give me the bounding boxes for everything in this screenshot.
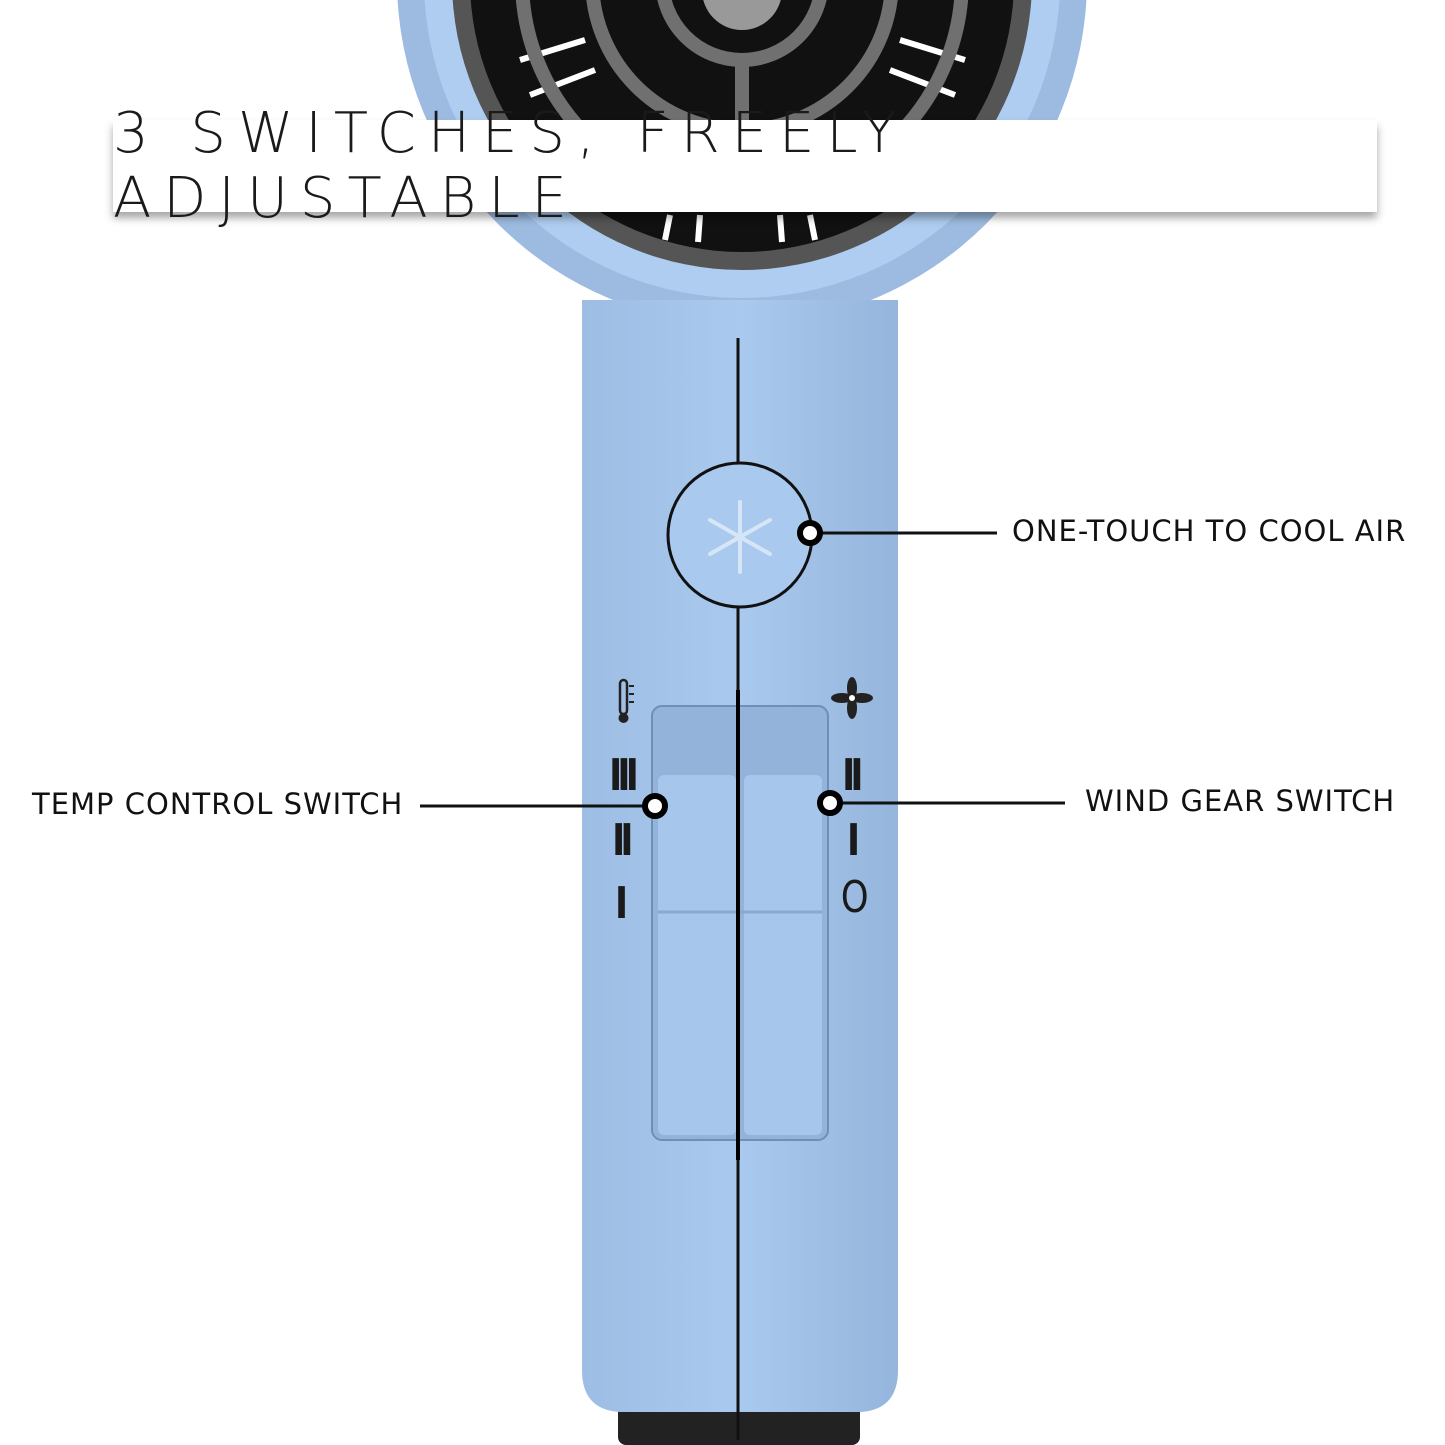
wind-marking-low: I — [847, 815, 860, 866]
wind-marking-off: O — [840, 872, 869, 923]
temp-marking-mid: II — [612, 815, 633, 866]
fan-icon — [831, 677, 873, 719]
wind-marking-high: II — [842, 750, 863, 801]
thermometer-icon — [618, 678, 634, 723]
fan-vents — [519, 37, 966, 243]
callout-cool-air: ONE-TOUCH TO COOL AIR — [1012, 514, 1407, 548]
callout-temp-control: TEMP CONTROL SWITCH — [32, 787, 404, 821]
callout-wind-gear: WIND GEAR SWITCH — [1085, 784, 1396, 818]
callout-dots — [642, 520, 843, 819]
callout-lines — [420, 531, 1065, 808]
dryer-handle — [582, 300, 898, 1445]
temp-marking-low: I — [615, 878, 628, 929]
snowflake-icon — [708, 500, 772, 574]
temp-marking-high: III — [609, 750, 639, 801]
headline: 3 SWITCHES, FREELY ADJUSTABLE — [113, 101, 909, 231]
headline-banner: 3 SWITCHES, FREELY ADJUSTABLE — [113, 101, 1377, 231]
